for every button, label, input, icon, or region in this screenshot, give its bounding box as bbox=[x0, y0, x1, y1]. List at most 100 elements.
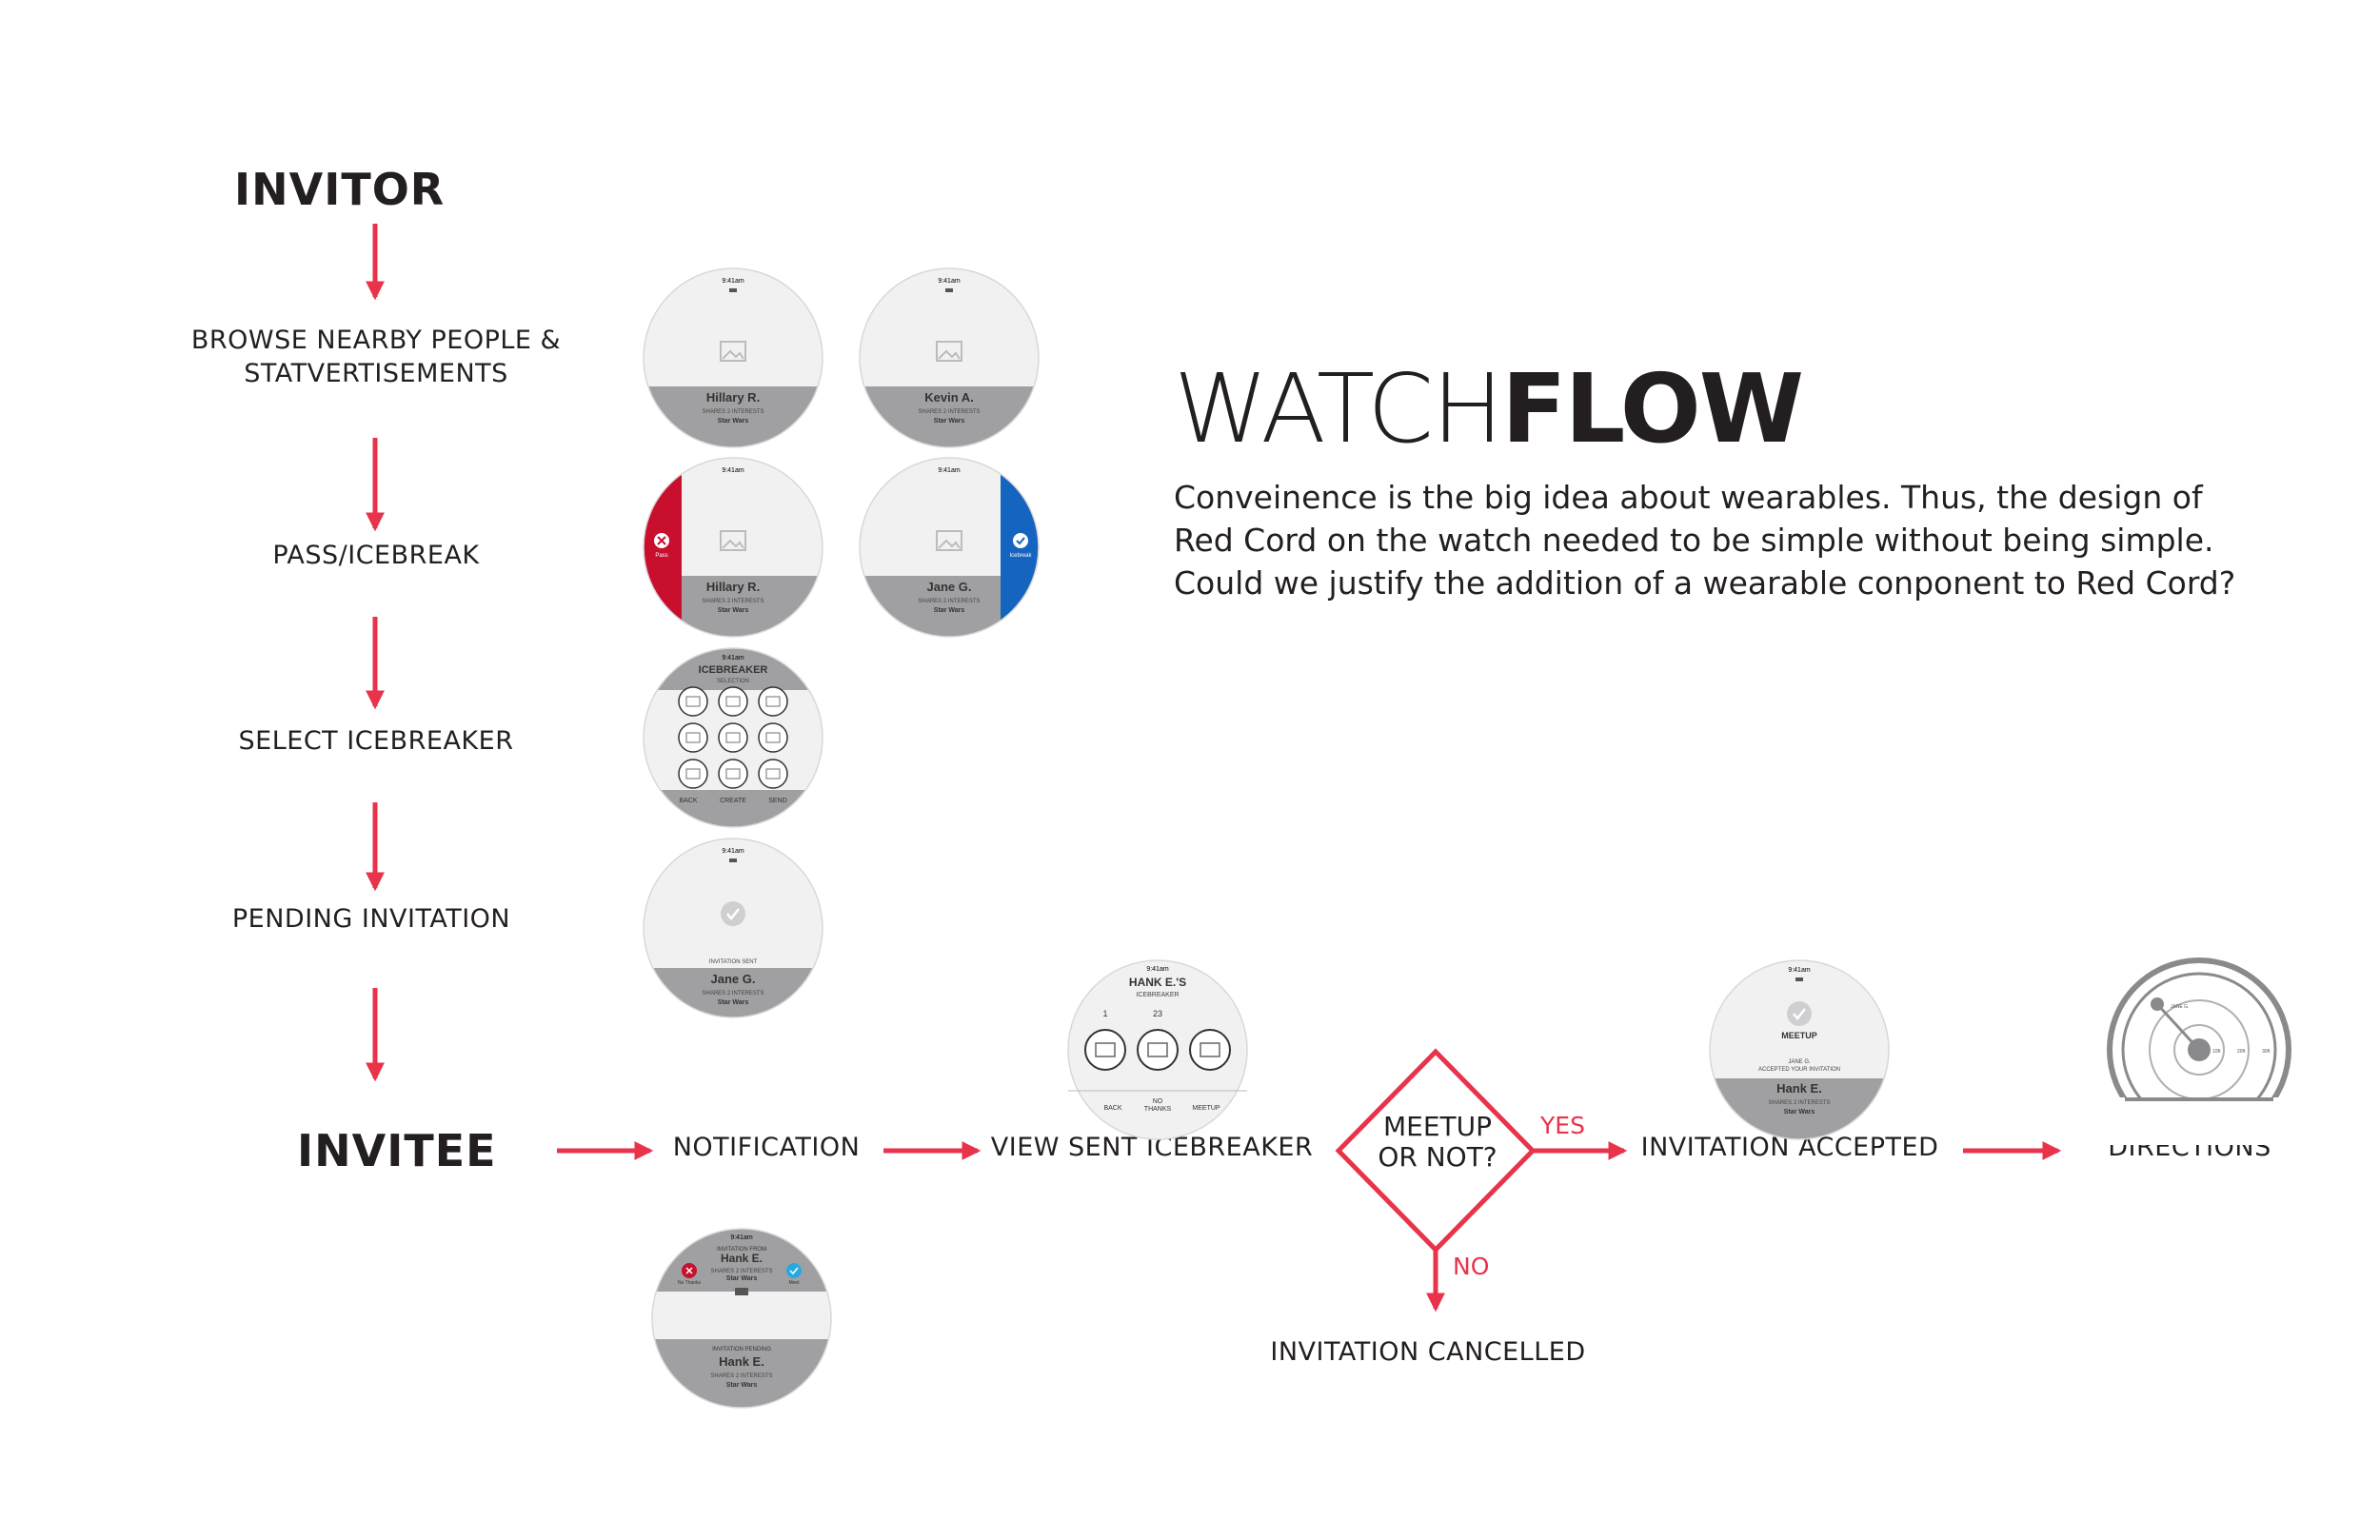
description-line: Conveinence is the big idea about wearab… bbox=[1174, 479, 2203, 516]
count-23: 23 bbox=[1153, 1009, 1162, 1018]
description-line: Could we justify the addition of a weara… bbox=[1174, 564, 2236, 602]
step-notification: NOTIFICATION bbox=[672, 1133, 861, 1162]
check-icon bbox=[721, 901, 745, 926]
watch-shares: SHARES 2 INTERESTS bbox=[918, 599, 980, 604]
invitation-from: INVITATION FROM bbox=[717, 1247, 766, 1253]
watch-shares: SHARES 2 INTERESTS bbox=[702, 991, 764, 997]
back-label: BACK bbox=[679, 798, 697, 804]
watch-time: 9:41am bbox=[1788, 967, 1811, 974]
accept-icon bbox=[786, 1263, 802, 1278]
watch-name: Hillary R. bbox=[706, 580, 760, 594]
watch-pass-hillary: 9:41am Pass Hillary R. SHARES 2 INTEREST… bbox=[643, 457, 823, 638]
invitee-heading: INVITEE bbox=[297, 1125, 497, 1176]
watch-name: Kevin A. bbox=[924, 390, 974, 405]
yes-label: YES bbox=[1540, 1112, 1585, 1139]
watch-name: Hillary R. bbox=[706, 390, 760, 405]
watch-select-icebreaker: 9:41am ICEBREAKER SELECTION BACK CREATE … bbox=[643, 647, 823, 828]
back-label: BACK bbox=[1103, 1105, 1121, 1112]
description-line: Red Cord on the watch needed to be simpl… bbox=[1174, 522, 2214, 559]
watch-directions: JANE G. 10ft 20ft 30ft bbox=[2107, 958, 2291, 1145]
send-label: SEND bbox=[768, 798, 786, 804]
watch-time: 9:41am bbox=[938, 278, 961, 285]
count-1: 1 bbox=[1102, 1009, 1107, 1018]
watch-time: 9:41am bbox=[722, 467, 744, 474]
watch-shares: SHARES 2 INTERESTS bbox=[702, 599, 764, 604]
watch-invitation-accepted: 9:41am MEETUP JANE G. ACCEPTED YOUR INVI… bbox=[1709, 959, 1890, 1140]
thanks-label: THANKS bbox=[1144, 1106, 1172, 1113]
image-placeholder-icon bbox=[936, 341, 962, 362]
watch-name: Hank E. bbox=[721, 1252, 763, 1265]
decision-diamond bbox=[1335, 1048, 1537, 1254]
watch-time: 9:41am bbox=[938, 467, 961, 474]
decision-text: MEETUP OR NOT? bbox=[1352, 1112, 1523, 1173]
watch-name: Jane G. bbox=[927, 580, 972, 594]
watch-browse-kevin: 9:41am Kevin A. SHARES 2 INTERESTS Star … bbox=[859, 267, 1040, 448]
watch-interest: Star Wars bbox=[718, 607, 749, 614]
no-label: NO bbox=[1453, 1253, 1490, 1280]
watch-shares: SHARES 2 INTERESTS bbox=[710, 1373, 772, 1379]
step-pass-icebreak: PASS/ICEBREAK bbox=[272, 541, 480, 570]
step-browse-line2: STATVERTISEMENTS bbox=[244, 359, 508, 388]
watch-name: Hank E. bbox=[1776, 1081, 1822, 1096]
invitation-sent: INVITATION SENT bbox=[709, 959, 758, 965]
watch-time: 9:41am bbox=[1146, 966, 1169, 973]
image-placeholder-icon bbox=[720, 530, 746, 551]
watch-interest: Star Wars bbox=[1784, 1109, 1815, 1116]
check-icon bbox=[1787, 1001, 1812, 1026]
direction-pointer bbox=[2155, 1002, 2201, 1052]
meet-label: Meet bbox=[788, 1280, 800, 1286]
watch-time: 9:41am bbox=[722, 848, 744, 855]
icebreaker-title: ICEBREAKER bbox=[699, 664, 768, 676]
watch-interest: Star Wars bbox=[718, 999, 749, 1006]
watch-shares: SHARES 2 INTERESTS bbox=[710, 1269, 772, 1274]
no-label: NO bbox=[1153, 1098, 1163, 1105]
watch-interest: Star Wars bbox=[726, 1382, 758, 1389]
hanks-label: HANK E.'S bbox=[1129, 976, 1186, 989]
step-select-icebreaker: SELECT ICEBREAKER bbox=[238, 726, 514, 756]
map-ring-20ft: 20ft bbox=[2237, 1049, 2246, 1055]
pass-label: Pass bbox=[655, 553, 667, 559]
pass-icon bbox=[654, 533, 669, 548]
create-label: CREATE bbox=[720, 798, 746, 804]
watch-shares: SHARES 2 INTERESTS bbox=[1768, 1100, 1830, 1106]
icebreak-check-icon bbox=[1013, 533, 1028, 548]
icebreaker-grid bbox=[678, 686, 788, 789]
invitor-heading: INVITOR bbox=[234, 164, 446, 215]
image-placeholder-icon bbox=[685, 696, 781, 780]
no-thanks-label: No Thanks bbox=[678, 1280, 702, 1286]
watch-shares: SHARES 2 INTERESTS bbox=[918, 409, 980, 415]
watch-notification: 9:41am INVITATION FROM Hank E. SHARES 2 … bbox=[651, 1228, 832, 1409]
watch-interest: Star Wars bbox=[934, 607, 965, 614]
decision-line2: OR NOT? bbox=[1378, 1141, 1497, 1173]
map-ring-30ft: 30ft bbox=[2262, 1049, 2271, 1055]
watch-time: 9:41am bbox=[730, 1234, 753, 1241]
accepted-your-invitation: ACCEPTED YOUR INVITATION bbox=[1758, 1067, 1840, 1073]
watch-name: Hank E. bbox=[719, 1354, 764, 1369]
watch-time: 9:41am bbox=[722, 655, 744, 661]
watch-name: Jane G. bbox=[711, 972, 756, 986]
step-browse-line1: BROWSE NEARBY PEOPLE & bbox=[190, 326, 562, 355]
watch-shares: SHARES 2 INTERESTS bbox=[702, 409, 764, 415]
meetup-title: MEETUP bbox=[1781, 1031, 1817, 1040]
map-target-name: JANE G. bbox=[2171, 1004, 2189, 1010]
jane-caps: JANE G. bbox=[1788, 1059, 1811, 1065]
watch-icebreak-jane: 9:41am Icebreak Jane G. SHARES 2 INTERES… bbox=[859, 457, 1040, 638]
watch-browse-hillary: 9:41am Hillary R. SHARES 2 INTERESTS Sta… bbox=[643, 267, 823, 448]
watch-view-icebreaker: 9:41am HANK E.'S ICEBREAKER 1 23 BACK NO… bbox=[1067, 959, 1248, 1140]
watchflow-title: WATCHFLOW bbox=[1174, 353, 1804, 464]
decision-line1: MEETUP bbox=[1382, 1111, 1493, 1142]
icebreaker-options bbox=[1084, 1029, 1231, 1071]
decline-icon bbox=[682, 1263, 697, 1278]
meetup-label: MEETUP bbox=[1192, 1105, 1220, 1112]
watch-interest: Star Wars bbox=[726, 1275, 758, 1282]
description: Conveinence is the big idea about wearab… bbox=[1174, 476, 2316, 604]
step-pending-invitation: PENDING INVITATION bbox=[231, 904, 511, 934]
watch-interest: Star Wars bbox=[718, 418, 749, 424]
icebreak-label: Icebreak bbox=[1009, 553, 1032, 559]
watch-time: 9:41am bbox=[722, 278, 744, 285]
watch-pending-invitation: 9:41am INVITATION SENT Jane G. SHARES 2 … bbox=[643, 838, 823, 1018]
watch-interest: Star Wars bbox=[934, 418, 965, 424]
image-placeholder-icon bbox=[936, 530, 962, 551]
icebreaker-label: ICEBREAKER bbox=[1136, 992, 1179, 998]
